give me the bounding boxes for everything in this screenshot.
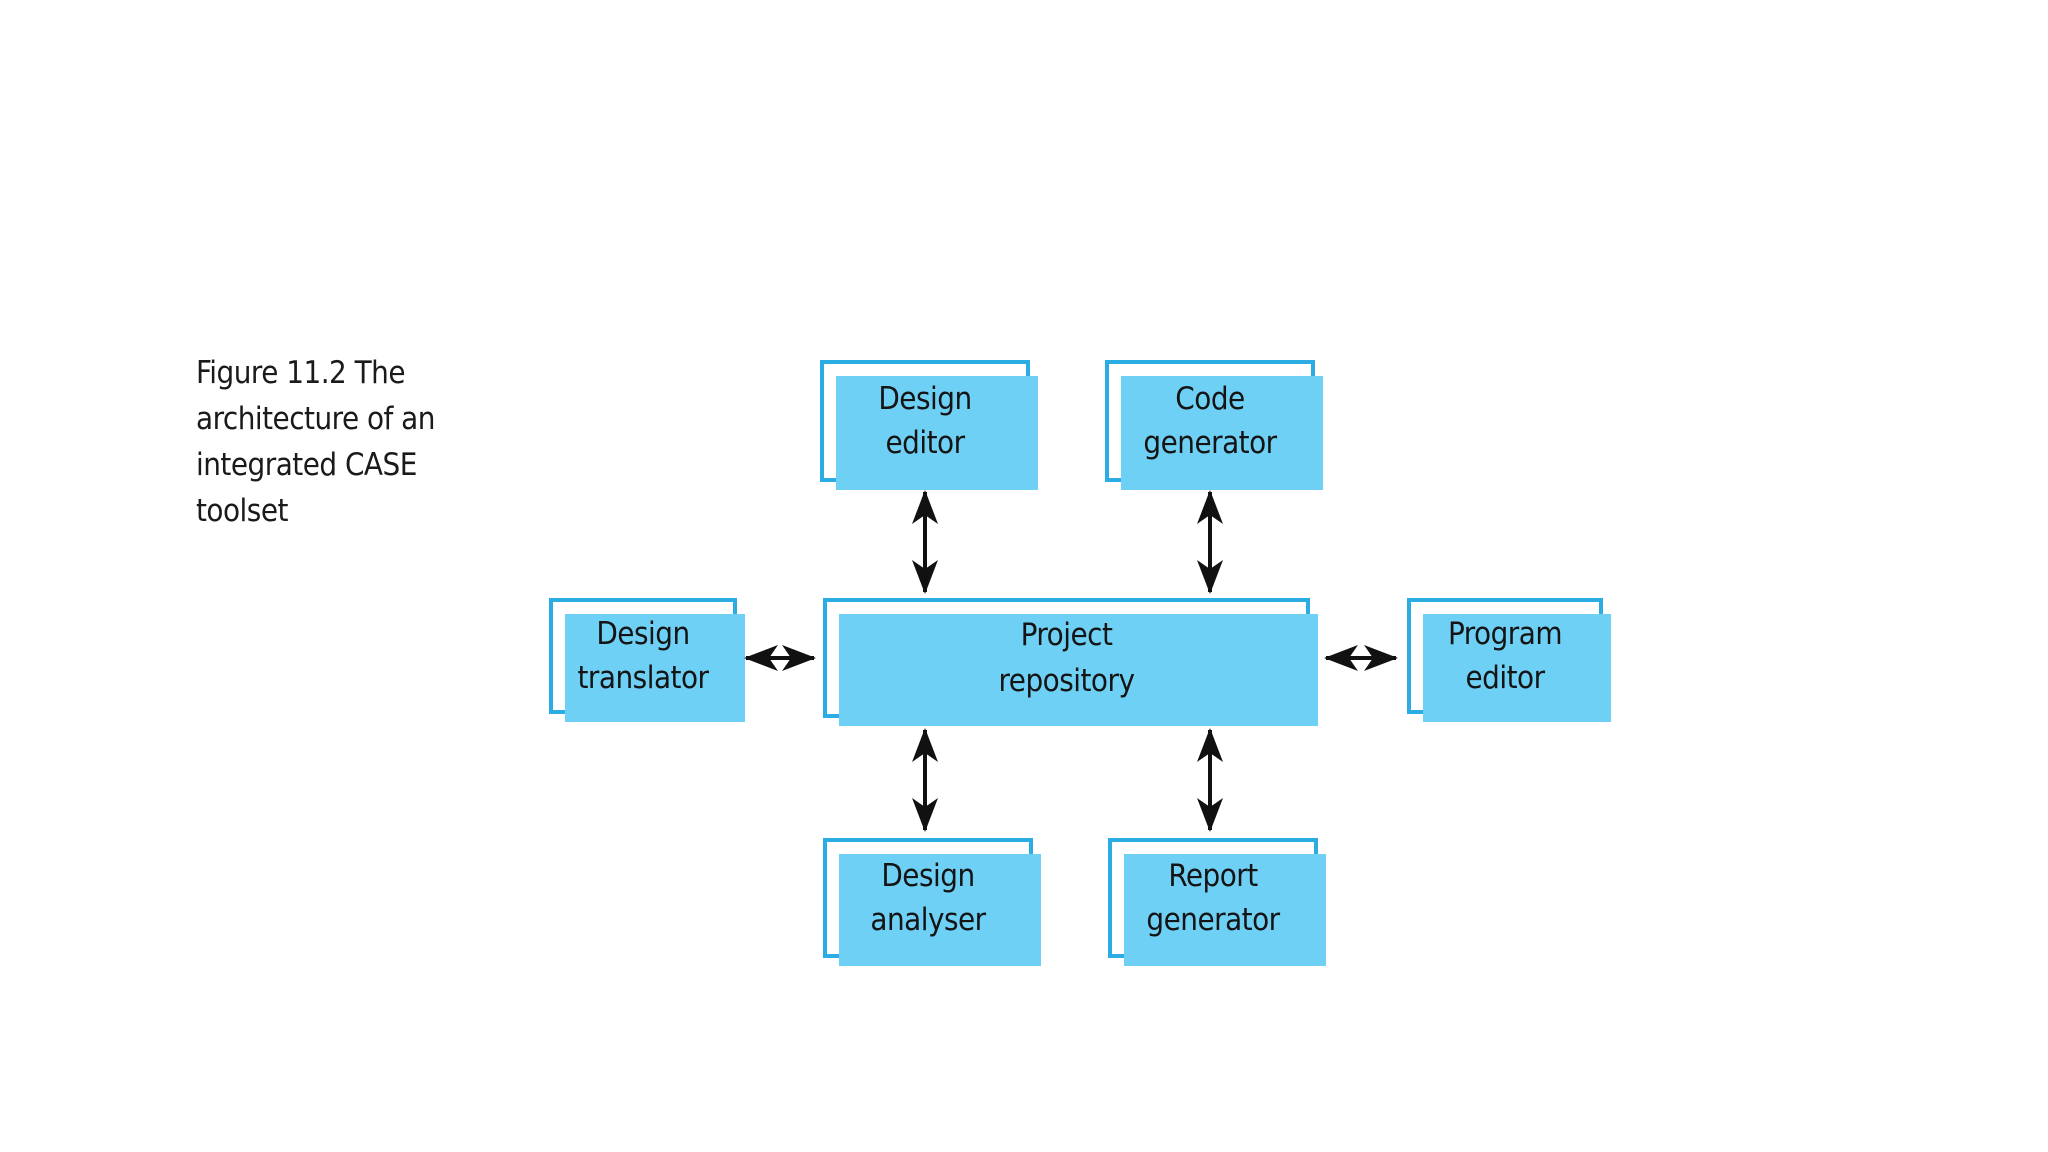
node-report-generator[interactable]: Report generator [1108,838,1326,966]
node-shadow [1124,854,1326,966]
arrow-code-generator-repository [1197,490,1223,594]
node-shadow [565,614,745,722]
node-label: Program editor [1447,616,1563,696]
node-shadow [839,614,1318,726]
node-shadow [836,376,1038,490]
node-shadow [839,854,1041,966]
node-label: Code generator [1143,381,1277,461]
node-design-analyser[interactable]: Design analyser [823,838,1041,966]
arrow-program-editor-repository [1324,645,1398,671]
node-shadow [1121,376,1323,490]
arrow-design-translator-repository [744,645,816,671]
node-label: Project repository [998,617,1135,699]
node-project-repository[interactable]: Project repository [823,598,1318,726]
node-program-editor[interactable]: Program editor [1407,598,1611,722]
node-label: Design translator [577,616,709,696]
arrow-design-editor-repository [912,490,938,594]
figure-caption: Figure 11.2 The architecture of an integ… [196,355,435,529]
arrow-report-generator-repository [1197,728,1223,832]
node-design-translator[interactable]: Design translator [549,598,745,722]
node-design-editor[interactable]: Design editor [820,360,1038,490]
node-label: Design analyser [870,858,986,938]
node-shadow [1423,614,1611,722]
arrow-design-analyser-repository [912,728,938,832]
node-label: Report generator [1146,858,1280,938]
node-code-generator[interactable]: Code generator [1105,360,1323,490]
node-label: Design editor [878,381,972,461]
